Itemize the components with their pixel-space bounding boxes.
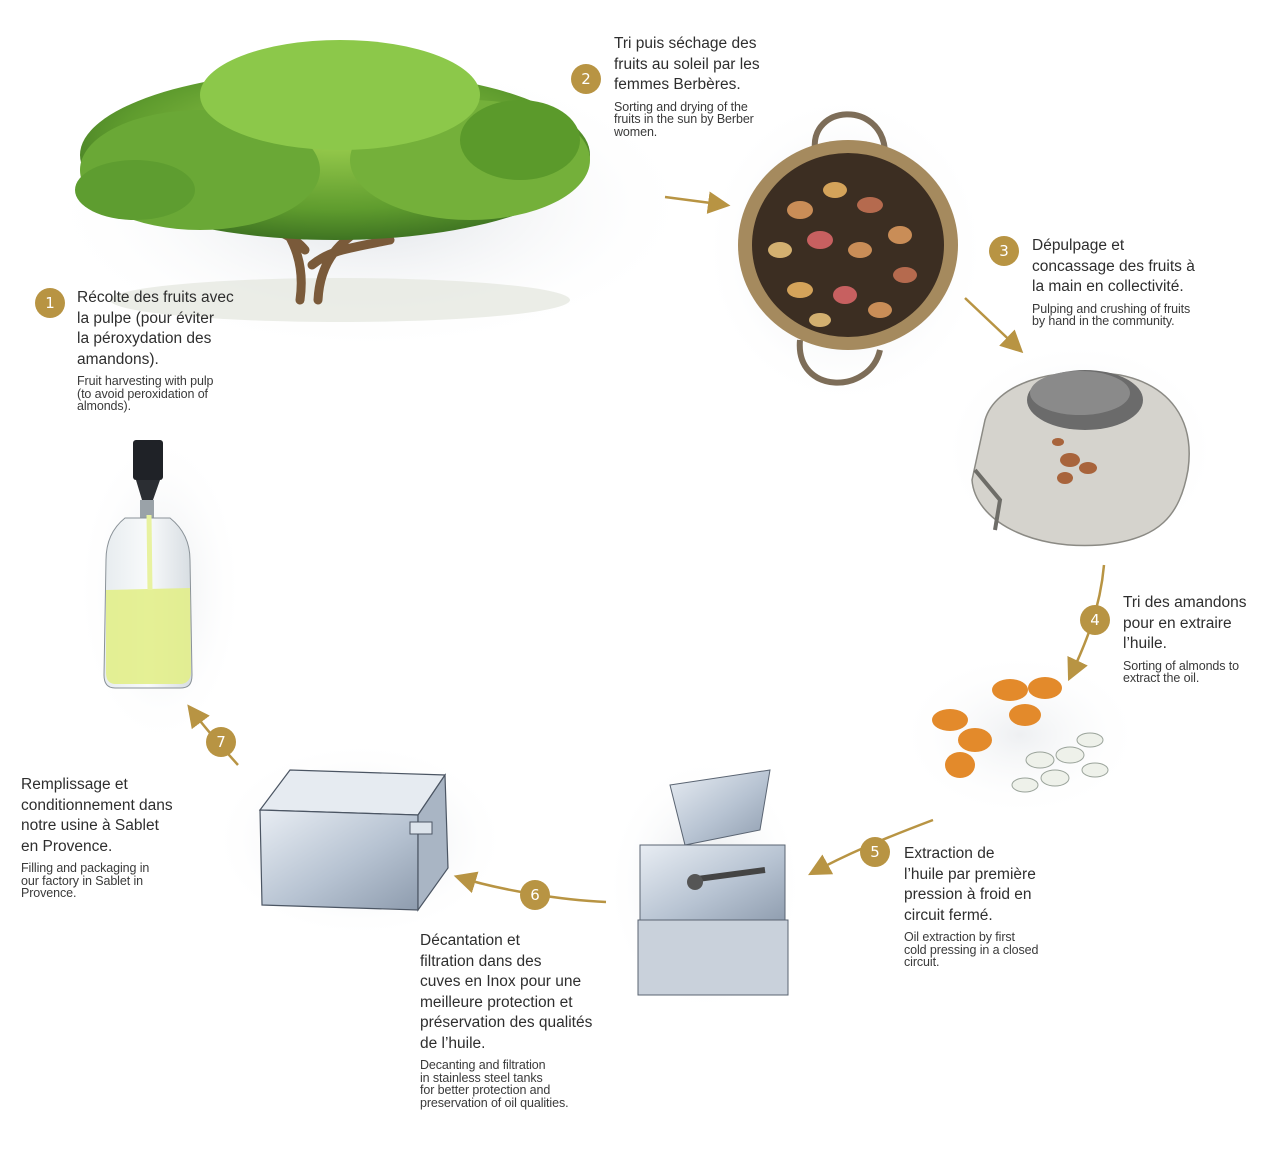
step-4-french-text: Tri des amandons pour en extraire l’huil… [1123, 594, 1247, 652]
step-6: Décantation et filtration dans des cuves… [420, 931, 660, 1109]
step-4-english-text: Sorting of almonds to extract the oil. [1123, 658, 1240, 685]
steel-tank-illustration [210, 740, 510, 940]
step-3-english-text: Pulping and crushing of fruits by hand i… [1032, 301, 1191, 328]
step-5-french-text: Extraction de l’huile par première press… [904, 845, 1036, 924]
step-6-number-badge: 6 [520, 880, 550, 910]
step-3-number-badge: 3 [989, 236, 1019, 266]
basket-illustration [700, 90, 990, 410]
almonds-illustration [895, 650, 1145, 820]
step-4: 4 Tri des amandons pour en extraire l’hu… [1080, 593, 1275, 685]
arrow-1-2 [664, 191, 731, 214]
argan-tree-illustration [40, 40, 700, 355]
crushing-stone-illustration [940, 340, 1220, 560]
step-2-french-text: Tri puis séchage des fruits au soleil pa… [614, 35, 760, 93]
step-6-french-text: Décantation et filtration dans des cuves… [420, 932, 593, 1052]
step-1-english-text: Fruit harvesting with pulp (to avoid per… [77, 374, 214, 413]
step-5-number-badge: 5 [860, 837, 890, 867]
step-3-french-text: Dépulpage et concassage des fruits à la … [1032, 237, 1195, 295]
step-5-english-text: Oil extraction by first cold pressing in… [904, 930, 1039, 969]
step-5: Extraction de l’huile par première press… [904, 844, 1104, 969]
step-7-english-text: Filling and packaging in our factory in … [21, 861, 150, 900]
oil-bottle-illustration [75, 430, 245, 750]
step-2-english-text: Sorting and drying of the fruits in the … [614, 99, 754, 139]
step-6-english-text: Decanting and filtration in stainless st… [420, 1058, 569, 1110]
step-2: 2 Tri puis séchage des fruits au soleil … [571, 34, 831, 138]
step-7-french-text: Remplissage et conditionnement dans notr… [21, 776, 173, 855]
oil-press-illustration [605, 755, 805, 1015]
step-1-french-text: Récolte des fruits avec la pulpe (pour é… [77, 289, 234, 368]
step-3: 3 Dépulpage et concassage des fruits à l… [989, 236, 1259, 328]
step-1-number-badge: 1 [35, 288, 65, 318]
step-4-number-badge: 4 [1080, 605, 1110, 635]
step-7-number-badge: 7 [206, 727, 236, 757]
step-2-number-badge: 2 [571, 64, 601, 94]
step-1: 1 Récolte des fruits avec la pulpe (pour… [35, 288, 295, 413]
arrow-2-3 [964, 297, 1024, 354]
step-7: Remplissage et conditionnement dans notr… [21, 775, 231, 900]
